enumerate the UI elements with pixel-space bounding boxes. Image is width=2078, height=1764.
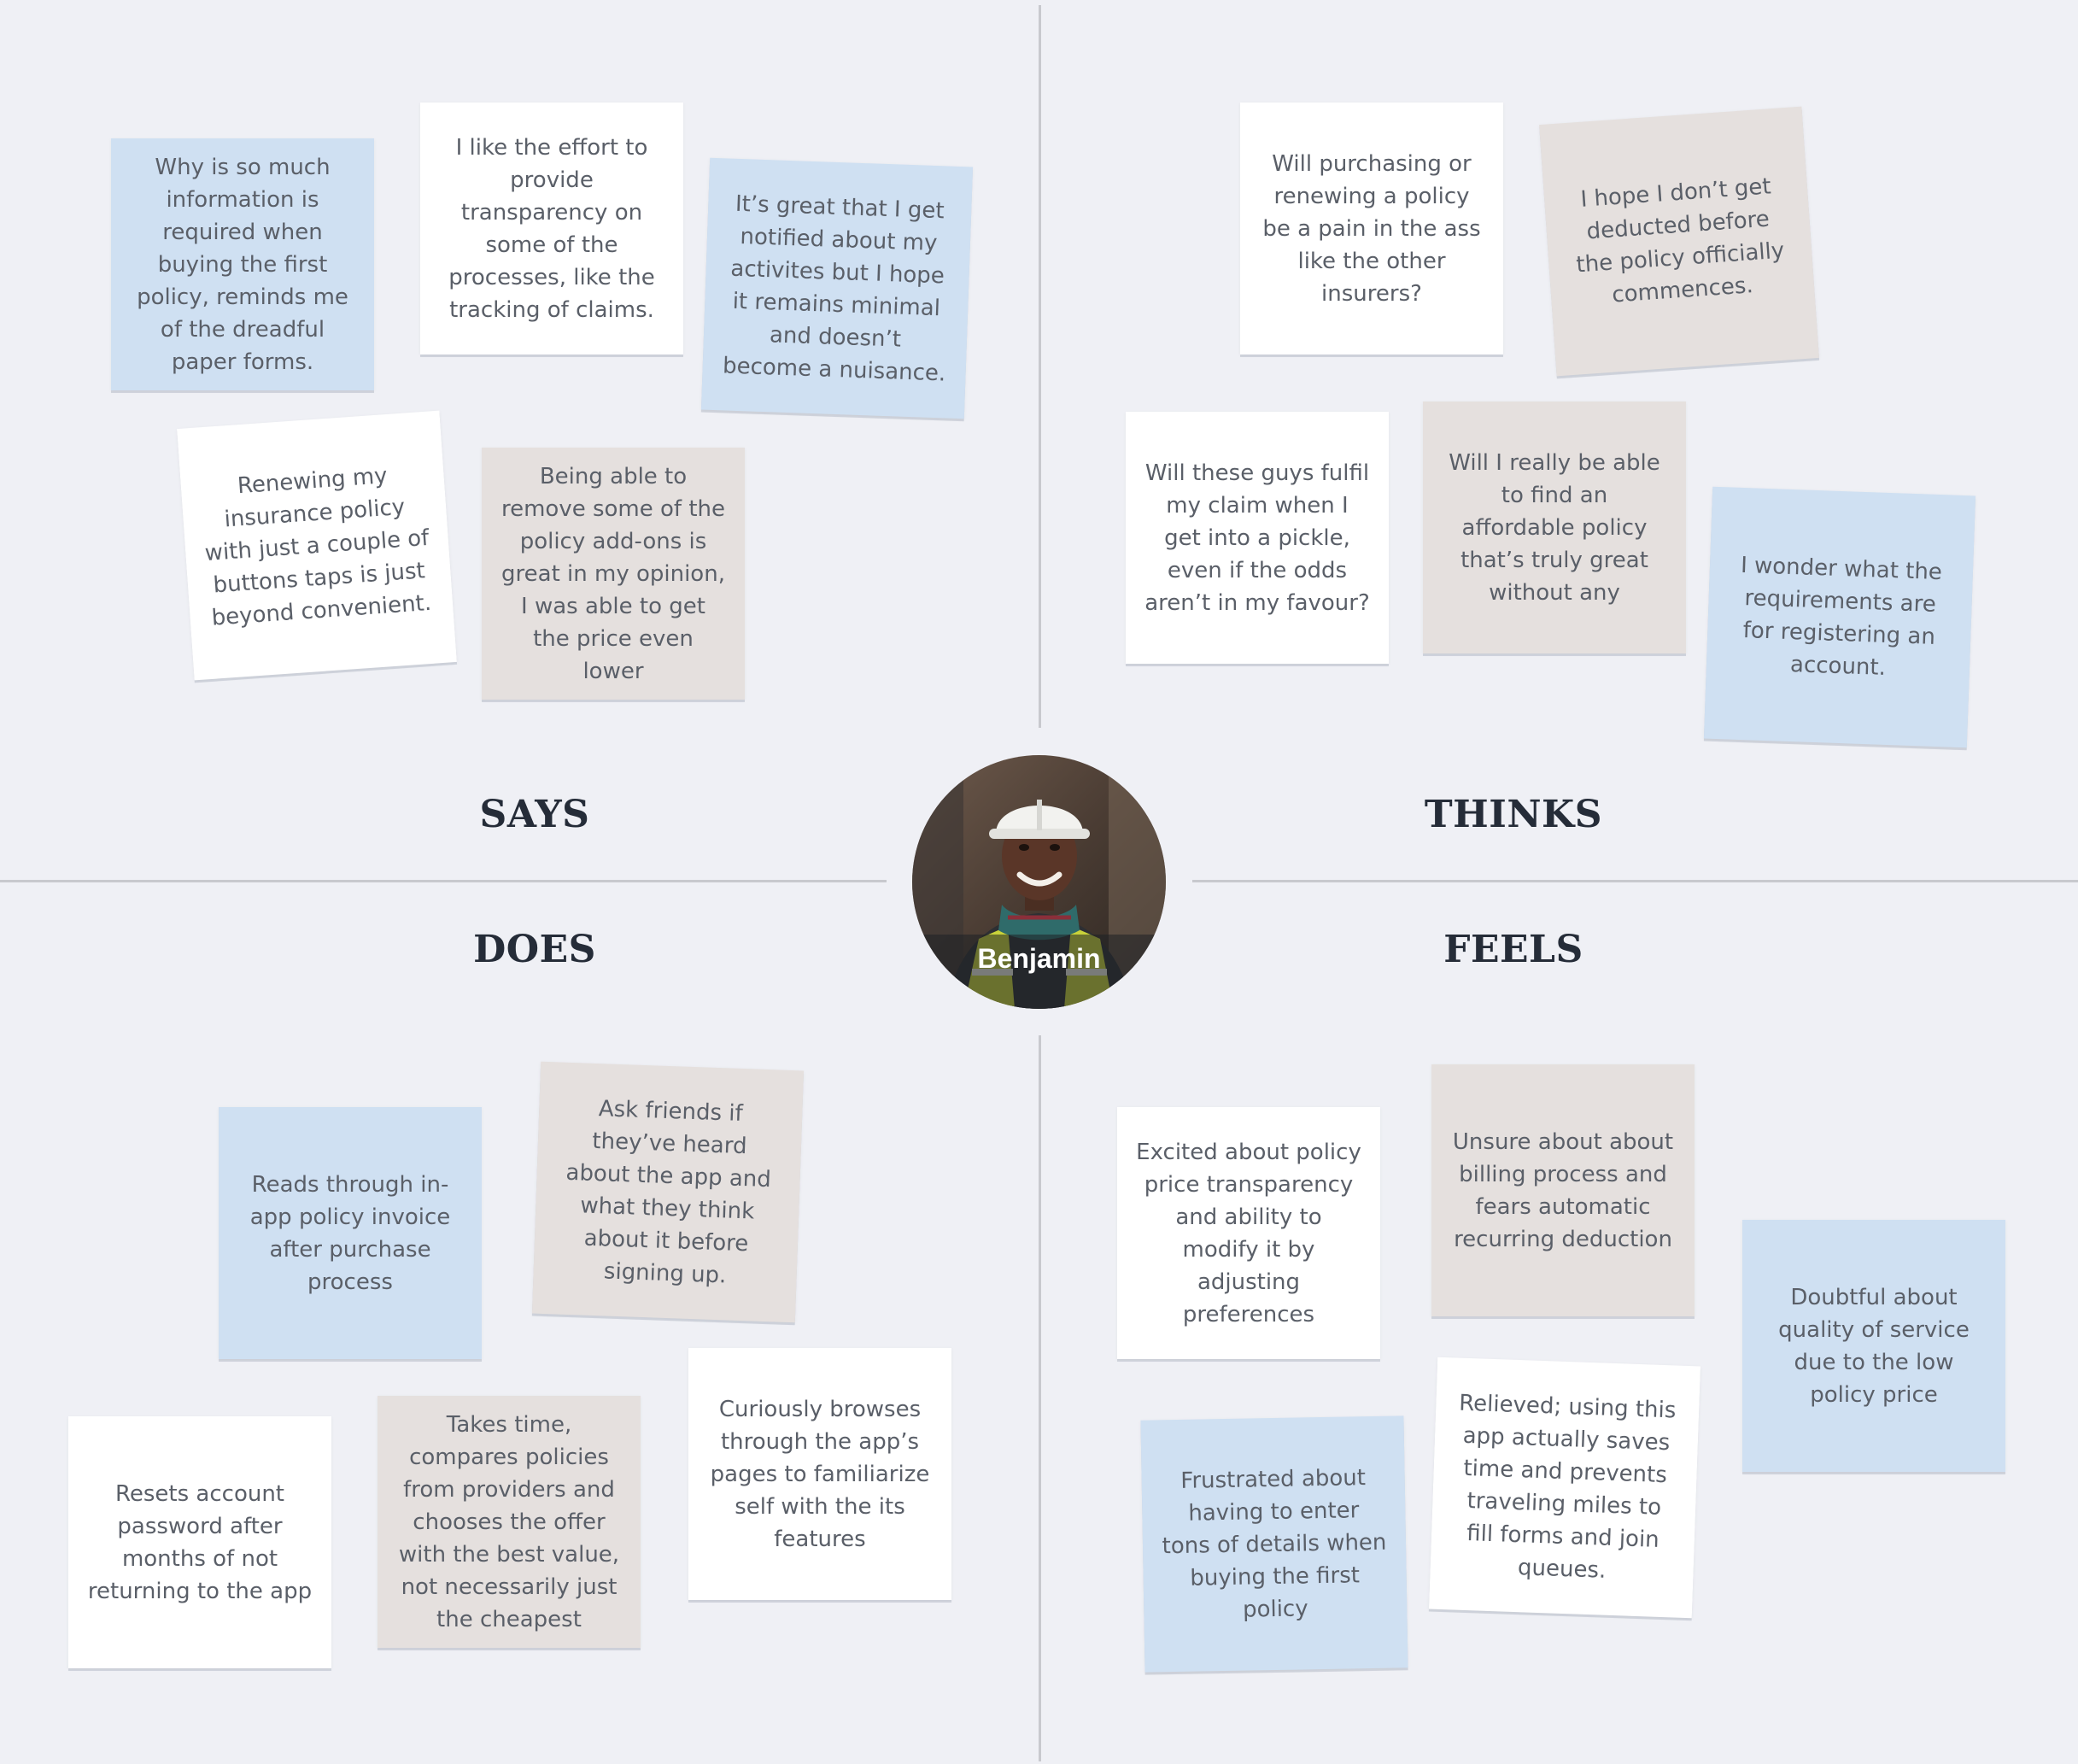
vertical-divider-bottom xyxy=(1039,1035,1041,1761)
sticky-note[interactable]: Ask friends if they’ve heard about the a… xyxy=(531,1061,805,1323)
does-title: DOES xyxy=(473,928,596,971)
sticky-note[interactable]: Relieved; using this app actually saves … xyxy=(1428,1357,1701,1619)
horizontal-divider-left xyxy=(0,880,887,882)
feels-title: FEELS xyxy=(1443,928,1583,971)
vertical-divider-top xyxy=(1039,5,1041,728)
persona-name: Benjamin xyxy=(977,943,1101,974)
persona-avatar[interactable]: Benjamin xyxy=(912,755,1166,1009)
sticky-note[interactable]: It’s great that I get notified about my … xyxy=(700,157,974,419)
sticky-note[interactable]: Excited about policy price transparency … xyxy=(1117,1107,1380,1359)
sticky-note[interactable]: Will I really be able to find an afforda… xyxy=(1423,401,1686,653)
sticky-note[interactable]: Doubtful about quality of service due to… xyxy=(1742,1220,2005,1472)
sticky-note[interactable]: Resets account password after months of … xyxy=(68,1416,331,1668)
horizontal-divider-right xyxy=(1192,880,2078,882)
sticky-note[interactable]: Curiously browses through the app’s page… xyxy=(688,1348,951,1600)
sticky-note[interactable]: Renewing my insurance policy with just a… xyxy=(177,410,457,681)
sticky-note[interactable]: I like the effort to provide transparenc… xyxy=(420,103,683,355)
says-title: SAYS xyxy=(479,793,590,836)
sticky-note[interactable]: Will these guys fulfil my claim when I g… xyxy=(1126,412,1389,664)
sticky-note[interactable]: I wonder what the requirements are for r… xyxy=(1703,486,1976,748)
sticky-note[interactable]: Reads through in-app policy invoice afte… xyxy=(219,1107,482,1359)
sticky-note[interactable]: Being able to remove some of the policy … xyxy=(482,448,745,700)
sticky-note[interactable]: Unsure about about billing process and f… xyxy=(1431,1064,1695,1316)
sticky-note[interactable]: Takes time, compares policies from provi… xyxy=(378,1396,641,1648)
sticky-note[interactable]: Will purchasing or renewing a policy be … xyxy=(1240,103,1503,355)
sticky-note[interactable]: Frustrated about having to enter tons of… xyxy=(1140,1415,1408,1673)
sticky-note[interactable]: Why is so much information is required w… xyxy=(111,138,374,390)
persona-photo xyxy=(912,755,1166,1009)
sticky-note[interactable]: I hope I don’t get deducted before the p… xyxy=(1539,106,1819,377)
thinks-title: THINKS xyxy=(1424,793,1603,836)
